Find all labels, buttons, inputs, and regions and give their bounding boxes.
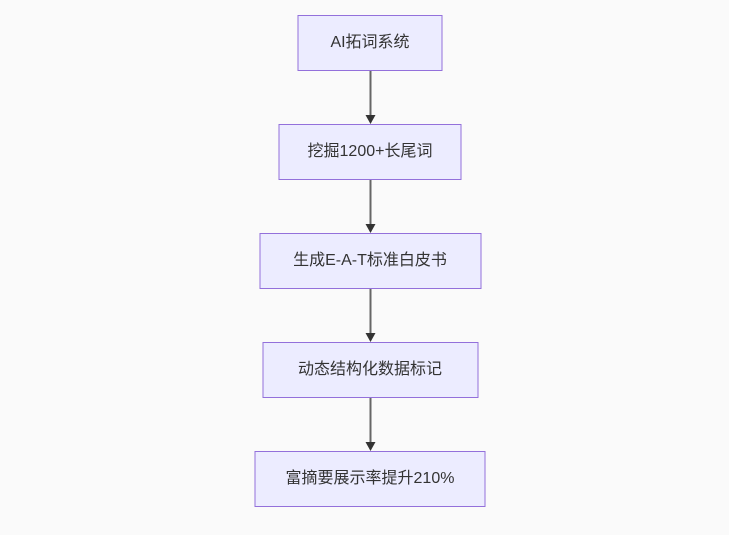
arrowhead-down-icon [365, 333, 375, 342]
flow-edge-2 [363, 180, 377, 233]
arrowhead-down-icon [365, 115, 375, 124]
flow-node-label: 动态结构化数据标记 [297, 361, 442, 379]
arrowhead-down-icon [365, 224, 375, 233]
flow-edge-3 [363, 289, 377, 342]
arrow-line [369, 180, 371, 227]
flow-edge-1 [363, 71, 377, 124]
flowchart: AI拓词系统 挖掘1200+长尾词 生成E-A-T标准白皮书 动态结构化数据标记 [254, 15, 486, 507]
flow-node-structured-data-markup: 动态结构化数据标记 [262, 342, 478, 398]
arrow-line [369, 398, 371, 445]
flow-node-longtail-mining: 挖掘1200+长尾词 [278, 124, 462, 180]
flow-node-label: 挖掘1200+长尾词 [307, 143, 433, 161]
arrowhead-down-icon [365, 442, 375, 451]
flow-node-label: 富摘要展示率提升210% [285, 470, 455, 488]
arrow-line [369, 71, 371, 118]
flow-node-rich-snippet-result: 富摘要展示率提升210% [254, 451, 486, 507]
flow-edge-4 [363, 398, 377, 451]
flow-node-ai-keyword-system: AI拓词系统 [297, 15, 443, 71]
flow-node-eat-whitepaper: 生成E-A-T标准白皮书 [259, 233, 481, 289]
arrow-line [369, 289, 371, 336]
flow-node-label: AI拓词系统 [330, 34, 410, 52]
flow-node-label: 生成E-A-T标准白皮书 [293, 252, 447, 270]
